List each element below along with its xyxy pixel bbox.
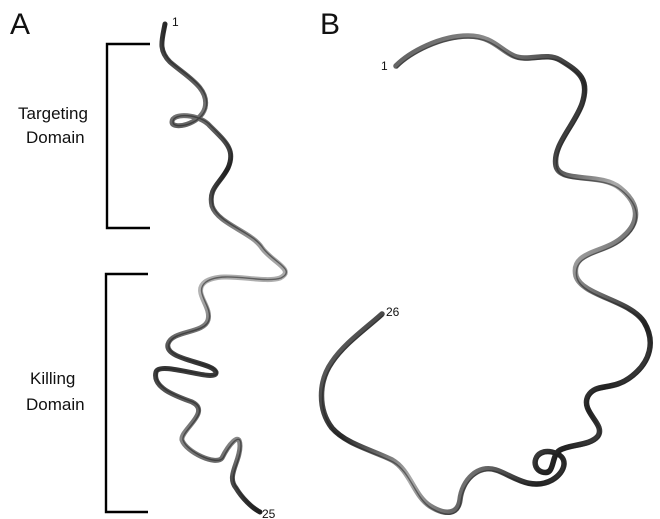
- peptide-ribbon-a: [153, 21, 288, 515]
- panel-b: B 1 26: [318, 8, 653, 515]
- targeting-domain-bracket: [105, 42, 150, 230]
- panel-b-residue-end: 26: [386, 305, 400, 319]
- panel-a: A Targeting Domain Killing Domain 1 25: [10, 8, 288, 519]
- targeting-domain-label-line2: Domain: [26, 128, 85, 147]
- panel-a-residue-start: 1: [172, 15, 179, 29]
- panel-b-letter: B: [320, 8, 340, 41]
- panel-b-residue-start: 1: [381, 59, 388, 73]
- killing-domain-label-line1: Killing: [30, 369, 75, 388]
- panel-a-residue-end: 25: [262, 507, 276, 519]
- panel-a-letter: A: [10, 8, 30, 41]
- peptide-ribbon-b-edge: [321, 37, 652, 515]
- killing-domain-label-line2: Domain: [26, 395, 85, 414]
- killing-domain-bracket: [104, 272, 148, 514]
- targeting-domain-label-line1: Targeting: [18, 104, 88, 123]
- peptide-ribbon-b: [318, 33, 653, 515]
- peptide-ribbon-a-edge: [156, 23, 288, 513]
